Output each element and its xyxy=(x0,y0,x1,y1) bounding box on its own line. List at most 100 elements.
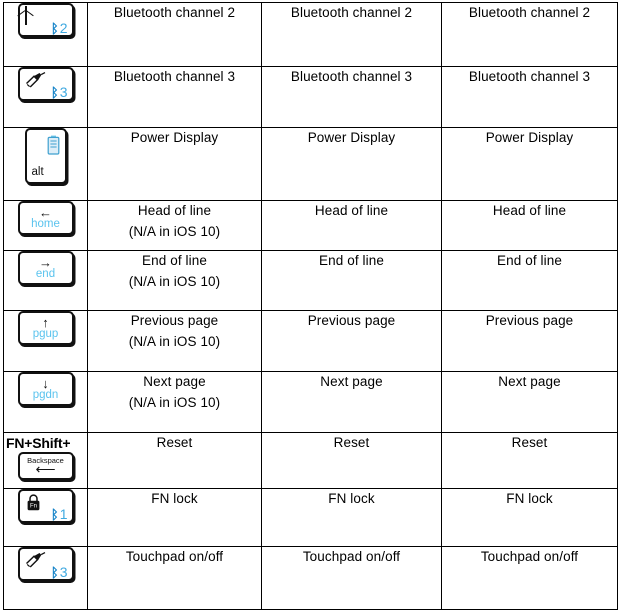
cell-text: Reset xyxy=(156,435,193,450)
cell-col2: FN lock xyxy=(261,488,442,547)
table-row: FN+Shift+ Backspace ⟵ Reset Reset Reset xyxy=(3,432,618,489)
bluetooth-channel-number: 3 xyxy=(59,564,68,580)
cell-note: (N/A in iOS 10) xyxy=(128,333,221,349)
table-row: alt Power Display Power Display Power Di… xyxy=(3,127,618,201)
cell-col2: End of line xyxy=(261,250,442,311)
cell-col2: Touchpad on/off xyxy=(261,546,442,610)
table-row: ↓ pgdn Next page (N/A in iOS 10) Next pa… xyxy=(3,371,618,433)
key-cell-backspace: FN+Shift+ Backspace ⟵ xyxy=(3,432,88,489)
cell-text: Head of line xyxy=(314,203,389,218)
cell-text: Bluetooth channel 2 xyxy=(290,5,413,20)
cell-text: Previous page xyxy=(130,313,219,328)
cell-text: Head of line xyxy=(492,203,567,218)
table-row: ← home Head of line (N/A in iOS 10) Head… xyxy=(3,200,618,251)
battery-icon xyxy=(47,135,60,155)
cell-text: Bluetooth channel 2 xyxy=(113,5,236,20)
cell-col1: Bluetooth channel 3 xyxy=(87,66,262,128)
stylus-pen-icon xyxy=(25,72,47,88)
arrow-up-icon: ↑ xyxy=(42,315,49,330)
table-row: ↑ pgup Previous page (N/A in iOS 10) Pre… xyxy=(3,310,618,372)
cell-col2: Bluetooth channel 3 xyxy=(261,66,442,128)
cell-col3: End of line xyxy=(441,250,618,311)
cell-col3: Touchpad on/off xyxy=(441,546,618,610)
cell-col3: Power Display xyxy=(441,127,618,201)
cell-text: Previous page xyxy=(485,313,574,328)
keycap-home-label: home xyxy=(31,217,60,230)
cell-col3: Bluetooth channel 2 xyxy=(441,2,618,67)
cell-text: End of line xyxy=(497,253,562,268)
cell-text: Reset xyxy=(511,435,548,450)
cell-col2: Next page xyxy=(261,371,442,433)
cell-text: Bluetooth channel 3 xyxy=(468,69,591,84)
arrow-right-icon: → xyxy=(39,255,52,270)
cell-col1: End of line (N/A in iOS 10) xyxy=(87,250,262,311)
cell-text: Power Display xyxy=(130,130,219,145)
cell-text: Head of line xyxy=(137,203,212,218)
cell-text: Next page xyxy=(498,374,561,389)
bluetooth-icon: ᛒ xyxy=(50,84,59,100)
cell-col3: Head of line xyxy=(441,200,618,251)
svg-text:Fn: Fn xyxy=(29,503,36,509)
cell-col2: Reset xyxy=(261,432,442,489)
keycap-backspace[interactable]: Backspace ⟵ xyxy=(17,452,74,480)
cell-col1: FN lock xyxy=(87,488,262,547)
bluetooth-channel-number: 2 xyxy=(59,20,68,36)
key-cell-alt: alt xyxy=(3,127,88,201)
arrow-left-icon: ← xyxy=(39,205,52,220)
cell-text: FN lock xyxy=(328,491,375,506)
cell-text: Power Display xyxy=(307,130,396,145)
cell-col3: Reset xyxy=(441,432,618,489)
cell-col1: Next page (N/A in iOS 10) xyxy=(87,371,262,433)
cell-col1: Head of line (N/A in iOS 10) xyxy=(87,200,262,251)
keycap-end[interactable]: → end xyxy=(17,251,74,285)
cell-col3: Next page xyxy=(441,371,618,433)
keycap-alt-label: alt xyxy=(31,166,44,178)
cell-col1: Touchpad on/off xyxy=(87,546,262,610)
cell-text: Bluetooth channel 2 xyxy=(468,5,591,20)
keycap-home[interactable]: ← home xyxy=(17,201,74,235)
table-row: → end End of line (N/A in iOS 10) End of… xyxy=(3,250,618,311)
cell-text: FN lock xyxy=(151,491,198,506)
cell-text: Touchpad on/off xyxy=(302,549,401,564)
cell-col3: Bluetooth channel 3 xyxy=(441,66,618,128)
key-cell-home: ← home xyxy=(3,200,88,251)
cell-text: Power Display xyxy=(485,130,574,145)
keycap-pgup-label: pgup xyxy=(32,327,59,340)
keycap-pgup[interactable]: ↑ pgup xyxy=(17,311,74,345)
bluetooth-icon: ᛒ xyxy=(50,564,59,580)
keycap-pgdn[interactable]: ↓ pgdn xyxy=(17,372,74,406)
cell-note: (N/A in iOS 10) xyxy=(128,273,221,289)
cell-text: FN lock xyxy=(506,491,553,506)
keycap-alt[interactable]: alt xyxy=(24,128,67,184)
envelope-icon xyxy=(24,6,27,25)
stylus-pen-icon xyxy=(25,552,47,568)
cell-text: End of line xyxy=(142,253,207,268)
cell-text: Reset xyxy=(333,435,370,450)
cell-col3: FN lock xyxy=(441,488,618,547)
cell-text: Bluetooth channel 3 xyxy=(290,69,413,84)
cell-col2: Bluetooth channel 2 xyxy=(261,2,442,67)
keycap-backspace-label: Backspace xyxy=(27,456,64,465)
cell-col1: Reset xyxy=(87,432,262,489)
fn-shift-prefix-label: FN+Shift+ xyxy=(6,435,71,451)
bluetooth-icon: ᛒ xyxy=(50,20,59,36)
arrow-long-left-icon: ⟵ xyxy=(35,461,56,477)
cell-col1: Power Display xyxy=(87,127,262,201)
cell-text: Previous page xyxy=(307,313,396,328)
keycap-end-label: end xyxy=(35,267,56,280)
